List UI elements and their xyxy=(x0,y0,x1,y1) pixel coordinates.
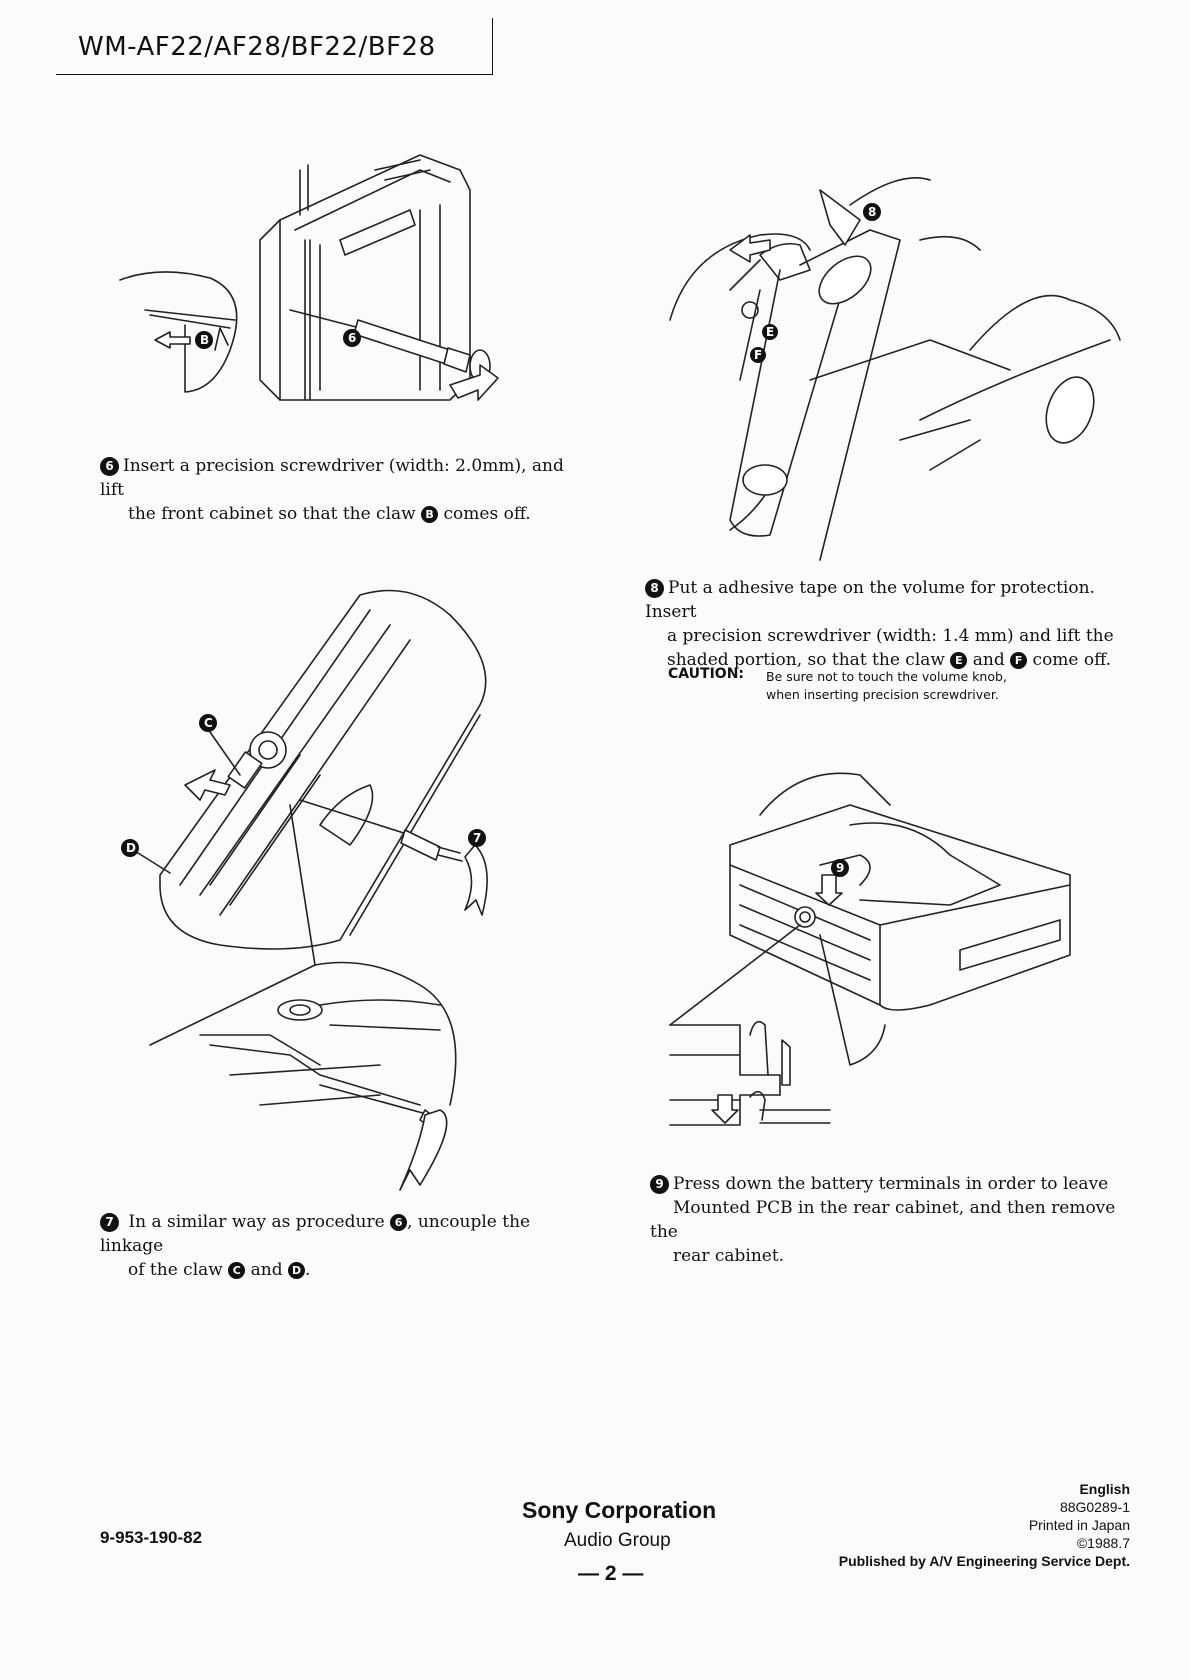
company-name: Sony Corporation xyxy=(522,1497,717,1523)
procedure-6-ref-icon: 6 xyxy=(390,1214,408,1231)
step-7-line-2: of the claw xyxy=(128,1260,223,1280)
svg-text:7: 7 xyxy=(473,831,481,845)
step-8-line-3: shaded portion, so that the claw xyxy=(667,650,945,670)
step-9-line-3: rear cabinet. xyxy=(673,1246,785,1266)
svg-text:8: 8 xyxy=(868,205,876,219)
page-number: — 2 — xyxy=(578,1562,644,1585)
model-title: WM-AF22/AF28/BF22/BF28 xyxy=(78,32,436,62)
company-group: Audio Group xyxy=(564,1530,671,1551)
step-8-number: 8 xyxy=(645,579,664,598)
caution-label: CAUTION: xyxy=(668,666,745,682)
caution-text: Be sure not to touch the volume knob,whe… xyxy=(766,669,1007,702)
step-9-number: 9 xyxy=(650,1175,669,1194)
claw-e-icon: E xyxy=(950,652,968,669)
svg-text:E: E xyxy=(766,325,774,339)
figure-step-7: C D 7 xyxy=(121,589,488,1191)
figure-step-9: 9 xyxy=(669,772,1071,1126)
step-7-line-1: In a similar way as procedure xyxy=(128,1212,385,1232)
svg-text:B: B xyxy=(200,333,209,347)
svg-text:9: 9 xyxy=(836,861,844,875)
figure-step-8: 8 E F xyxy=(669,177,1121,561)
svg-text:D: D xyxy=(126,841,136,855)
claw-f-icon: F xyxy=(1010,652,1028,669)
step-6-line-1: Insert a precision screwdriver (width: 2… xyxy=(100,456,564,500)
publication-info: English 88G0289-1 Printed in Japan ©1988… xyxy=(760,1480,1130,1570)
title-vertical-rule xyxy=(492,18,493,75)
printed-in: Printed in Japan xyxy=(1028,1517,1130,1533)
step-6-line-2: the front cabinet so that the claw xyxy=(128,504,416,524)
publication-date: ©1988.7 xyxy=(1076,1535,1130,1551)
language: English xyxy=(1079,1481,1130,1497)
step-6-line-2-end: comes off. xyxy=(443,504,531,524)
step-7-instruction: 7 In a similar way as procedure 6, uncou… xyxy=(100,1210,580,1282)
step-6-number: 6 xyxy=(100,457,119,476)
step-9-line-1: Press down the battery terminals in orde… xyxy=(673,1174,1109,1194)
step-8-line-2: a precision screwdriver (width: 1.4 mm) … xyxy=(667,626,1114,646)
svg-text:F: F xyxy=(754,348,762,362)
claw-d-icon: D xyxy=(288,1262,306,1279)
document-code: 88G0289-1 xyxy=(1059,1499,1130,1515)
title-underline xyxy=(56,74,493,75)
step-8-line-3-end: come off. xyxy=(1032,650,1111,670)
svg-text:C: C xyxy=(204,716,213,730)
step-9-line-2: Mounted PCB in the rear cabinet, and the… xyxy=(650,1198,1116,1242)
svg-text:6: 6 xyxy=(348,331,356,345)
step-7-line-1-end: , uncouple the linkage xyxy=(100,1212,531,1256)
step-7-line-2-end: . xyxy=(305,1260,311,1280)
step-7-and: and xyxy=(250,1260,283,1280)
claw-b-icon: B xyxy=(421,506,439,523)
step-8-and: and xyxy=(972,650,1005,670)
claw-c-icon: C xyxy=(228,1262,246,1279)
part-number: 9-953-190-82 xyxy=(100,1528,203,1547)
publisher: Published by A/V Engineering Service Dep… xyxy=(838,1553,1130,1569)
step-7-number: 7 xyxy=(100,1213,119,1232)
figure-step-6: B 6 xyxy=(119,154,499,401)
step-8-line-1: Put a adhesive tape on the volume for pr… xyxy=(645,578,1095,622)
